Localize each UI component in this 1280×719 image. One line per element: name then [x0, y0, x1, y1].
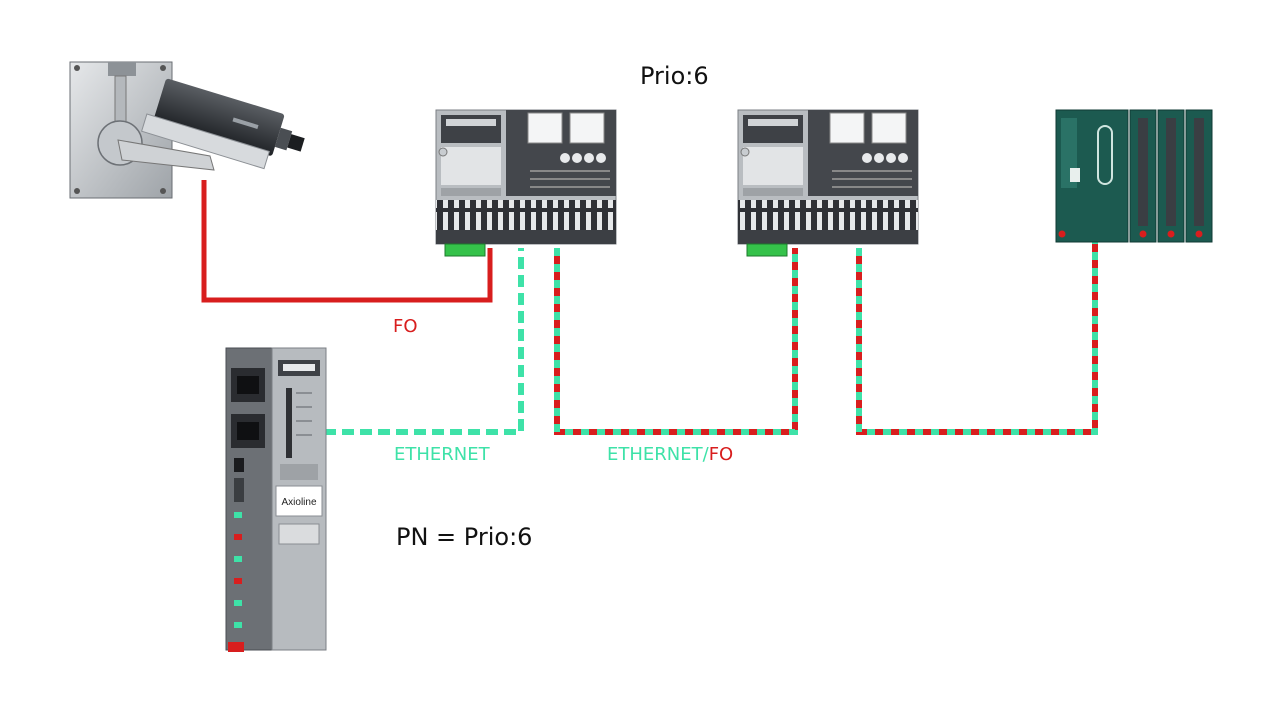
plc-controller: Axioline	[225, 347, 327, 652]
plate-screw-icon	[74, 65, 80, 71]
status-led-icon	[740, 147, 750, 157]
ethernet-label: ETHERNET	[394, 444, 490, 465]
status-led-icon	[438, 147, 448, 157]
cooling-fins	[436, 200, 616, 230]
led-icon	[560, 153, 570, 163]
status-led-icon	[234, 622, 242, 628]
managed-switch-2	[737, 109, 919, 257]
cooling-fins	[738, 200, 918, 230]
terminal-block	[444, 243, 486, 257]
led-icon	[1167, 230, 1175, 238]
ethernet-fo-label: ETHERNET/FO	[607, 444, 733, 465]
ethernet-fo-cable-switch1-switch2	[554, 248, 798, 435]
led-icon	[886, 153, 896, 163]
camera-lens	[287, 134, 305, 152]
led-icon	[1195, 230, 1203, 238]
brand-label: Axioline	[281, 497, 316, 508]
switch-priority-label: Prio:6	[640, 62, 709, 90]
led-icon	[898, 153, 908, 163]
led-icon	[862, 153, 872, 163]
rj45-port	[871, 112, 907, 144]
status-led-icon	[234, 556, 242, 562]
plate-screw-icon	[160, 188, 166, 194]
led-icon	[584, 153, 594, 163]
io-station	[1055, 109, 1213, 243]
fo-label-text: FO	[393, 316, 418, 337]
ethernet-fo-cable-switch2-io	[856, 240, 1098, 435]
ethernet-fo-separator: /	[702, 444, 709, 465]
status-led-icon	[234, 512, 242, 518]
status-led-icon	[234, 600, 242, 606]
led-icon	[1139, 230, 1147, 238]
pn-priority-label: PN = Prio:6	[396, 523, 533, 551]
led-icon	[1058, 230, 1066, 238]
ethernet-fo-fo-part: FO	[708, 444, 734, 465]
ethernet-label-text: ETHERNET	[394, 444, 490, 465]
ethernet-fo-ethernet-part: ETHERNET	[607, 444, 703, 465]
status-led-icon	[234, 534, 242, 540]
rj45-port	[829, 112, 865, 144]
terminal-block	[746, 243, 788, 257]
ip-camera	[69, 61, 305, 199]
led-icon	[572, 153, 582, 163]
rj45-port	[569, 112, 605, 144]
managed-switch-1	[435, 109, 617, 257]
brand-plate	[275, 485, 323, 517]
camera-housing	[154, 78, 285, 156]
fo-cable-camera-switch1	[201, 180, 493, 303]
fo-label: FO	[393, 316, 418, 337]
status-led-icon	[234, 578, 242, 584]
plate-screw-icon	[74, 188, 80, 194]
led-icon	[874, 153, 884, 163]
plate-screw-icon	[160, 65, 166, 71]
rj45-port	[527, 112, 563, 144]
led-icon	[596, 153, 606, 163]
